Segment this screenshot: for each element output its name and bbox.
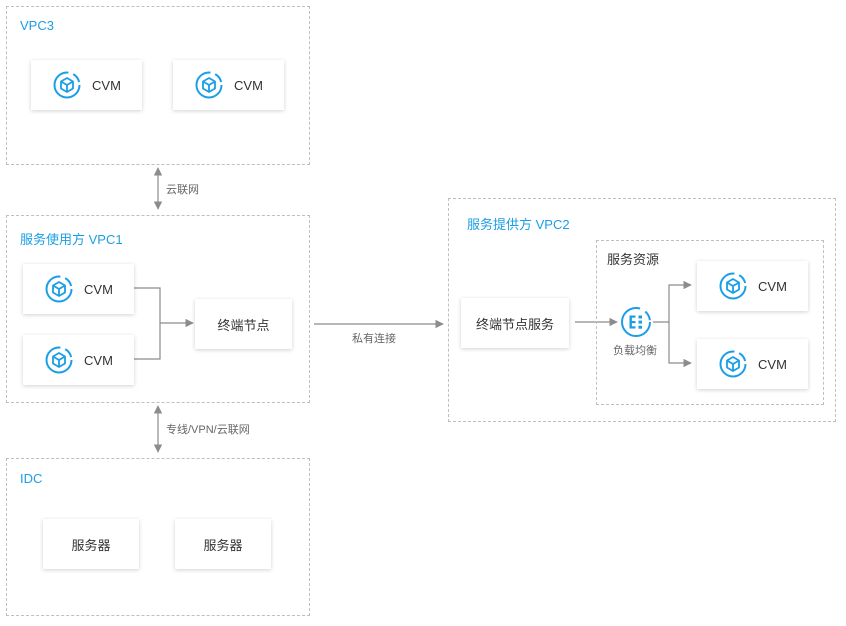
vpc1-zone: 服务使用方 VPC1 CVM CVM 终端节点 [6, 215, 310, 403]
vpc3-cvm-node-2[interactable]: CVM [173, 60, 284, 110]
cvm-to-endpoint-line-1 [134, 287, 161, 323]
service-resources-zone: 服务资源 CVM CVM [596, 240, 824, 405]
cvm-label: CVM [84, 281, 113, 297]
server-label: 服务器 [203, 537, 243, 553]
vpc1-cvm-node-2[interactable]: CVM [23, 335, 134, 385]
server-label: 服务器 [71, 537, 111, 553]
vpc1-title: 服务使用方 VPC1 [20, 232, 123, 247]
cvm-icon [195, 71, 223, 99]
vpc1-idc-link-label: 专线/VPN/云联网 [166, 424, 250, 436]
vpc3-vpc1-link-label: 云联网 [166, 184, 199, 196]
endpoint-service-label: 终端节点服务 [475, 316, 554, 332]
cvm-label: CVM [758, 278, 787, 294]
vpc2-cvm-node-1[interactable]: CVM [697, 261, 808, 311]
idc-title: IDC [20, 471, 43, 486]
load-balancer-icon[interactable] [619, 305, 653, 339]
vpc2-cvm-node-2[interactable]: CVM [697, 339, 808, 389]
lb-to-cvm-line-2 [668, 322, 692, 368]
cvm-to-endpoint-line-2 [134, 323, 161, 360]
service-resources-title: 服务资源 [607, 252, 660, 267]
load-balancer-label: 负载均衡 [613, 345, 657, 357]
cvm-label: CVM [758, 356, 787, 372]
vpc2-zone: 服务提供方 VPC2 终端节点服务 [448, 198, 836, 422]
cvm-icon [719, 350, 747, 378]
cvm-icon [45, 346, 73, 374]
vpc2-title: 服务提供方 VPC2 [467, 217, 570, 232]
cvm-label: CVM [234, 77, 263, 93]
vpc1-cvm-node-1[interactable]: CVM [23, 264, 134, 314]
endpoint-service-node[interactable]: 终端节点服务 [461, 298, 569, 348]
endpoint-node[interactable]: 终端节点 [195, 299, 292, 349]
vpc3-zone: VPC3 CVM CVM [6, 6, 310, 165]
cvm-label: CVM [84, 352, 113, 368]
cvm-icon [719, 272, 747, 300]
idc-server-node-2[interactable]: 服务器 [175, 519, 271, 569]
endpoint-label: 终端节点 [217, 317, 270, 333]
private-link-label: 私有连接 [352, 333, 396, 345]
lb-to-cvm-line-1 [653, 280, 692, 323]
vpc3-cvm-node-1[interactable]: CVM [31, 60, 142, 110]
cvm-icon [45, 275, 73, 303]
cvm-label: CVM [92, 77, 121, 93]
idc-zone: IDC 服务器 服务器 [6, 458, 310, 616]
cvm-icon [53, 71, 81, 99]
idc-server-node-1[interactable]: 服务器 [43, 519, 139, 569]
vpc3-title: VPC3 [20, 18, 54, 33]
